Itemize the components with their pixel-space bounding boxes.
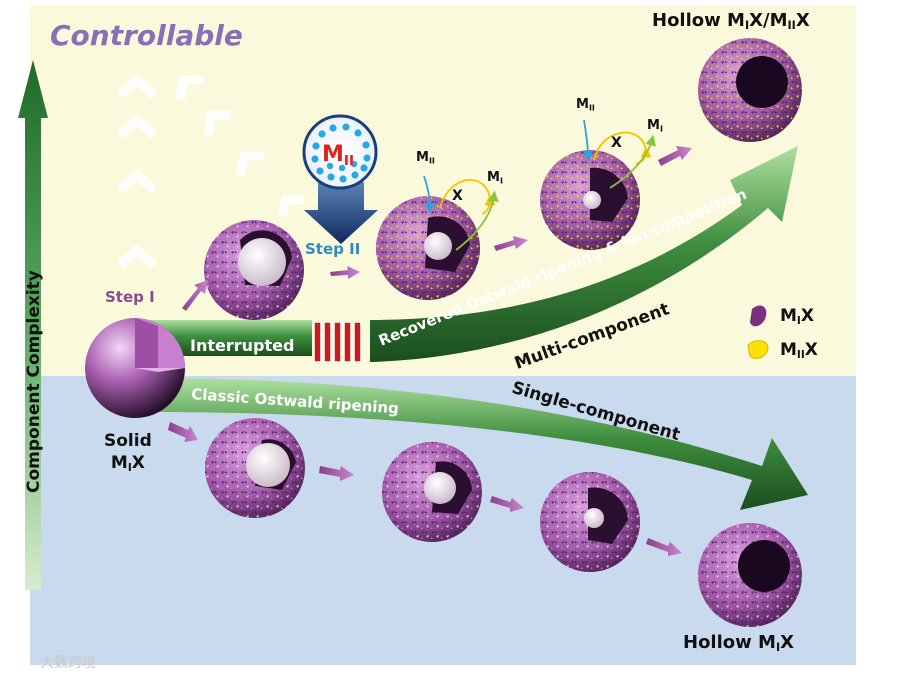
particle-bottom-3 [540, 472, 640, 572]
ion-mi-label-1: MI [487, 170, 503, 186]
chevron-diagonal-icon [203, 110, 231, 136]
arrow-icon [646, 538, 682, 556]
mii-badge-label: MII [322, 142, 355, 169]
arrow-icon [490, 496, 524, 512]
ion-x-label-1: X [452, 188, 463, 204]
arrow-icon [319, 466, 354, 481]
legend-miix-label: MIIX [780, 340, 818, 361]
ion-mi-label-2: MI [647, 118, 663, 134]
component-complexity-label: Component Complexity [24, 270, 44, 493]
chevron-diagonal-icon [175, 75, 203, 101]
chevron-icons [117, 73, 304, 269]
arrow-icon [330, 266, 360, 279]
arrow-icon [182, 280, 208, 311]
particle-step1 [204, 220, 304, 320]
hollow-mix-miix-label: Hollow MIX/MIIX [652, 10, 810, 33]
interrupt-bars [313, 321, 362, 363]
ion-x-label-2: X [611, 135, 622, 151]
ion-mii-label-2: MII [576, 97, 595, 113]
ion-exchange-2 [582, 119, 656, 189]
mii-source-badge [302, 114, 378, 244]
step1-label: Step I [105, 288, 155, 306]
chevron-diagonal-icon [235, 151, 264, 176]
solid-mix-label: Solid MIX [104, 431, 152, 474]
chevron-up-icon [117, 243, 157, 269]
chevron-up-icon [117, 113, 157, 139]
legend-shapes [747, 305, 769, 359]
solid-sphere [85, 318, 185, 418]
legend-mix-label: MIX [780, 306, 814, 327]
particle-mixed-1 [376, 196, 480, 300]
particle-bottom-2 [382, 442, 482, 542]
arrow-icon [494, 236, 528, 251]
hollow-mix-label: Hollow MIX [683, 632, 794, 655]
interrupted-label: Interrupted [190, 336, 295, 355]
particle-hollow-mixed [698, 38, 802, 142]
ion-exchange-1 [423, 175, 499, 251]
watermark: 大数跨境 [40, 655, 96, 671]
step2-label: Step II [305, 240, 361, 258]
single-component-arrow [150, 378, 808, 510]
arrow-icon [658, 146, 692, 166]
component-complexity-arrow [18, 60, 48, 590]
controllable-title: Controllable [50, 19, 243, 52]
arrow-icon [168, 422, 198, 442]
particle-bottom-1 [205, 418, 305, 518]
particle-bottom-hollow [698, 523, 802, 627]
particle-mixed-2 [540, 150, 640, 250]
ion-mii-label-1: MII [416, 150, 435, 166]
chevron-up-icon [117, 168, 157, 194]
small-arrows [168, 146, 692, 556]
chevron-up-icon [117, 73, 157, 99]
legend-miix-shape-icon [747, 340, 769, 359]
multi-component-arrow [150, 146, 798, 362]
legend-mix-shape-icon [750, 305, 767, 327]
chevron-diagonal-icon [277, 195, 304, 217]
